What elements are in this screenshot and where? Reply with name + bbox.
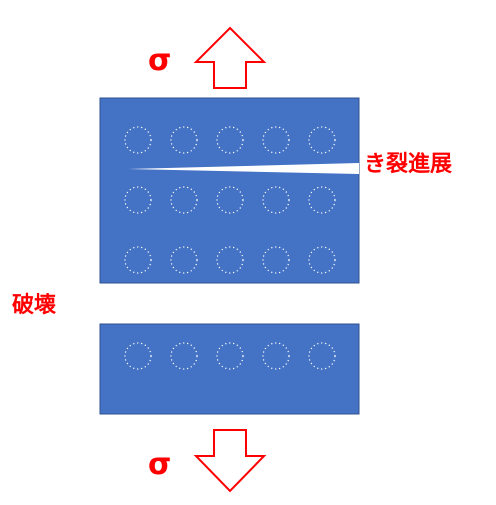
grain-circle xyxy=(124,342,152,370)
grain-circle xyxy=(170,246,198,274)
tension-arrow-up xyxy=(193,26,267,89)
crack xyxy=(128,163,359,174)
grain-circle xyxy=(216,246,244,274)
stress-label-bottom: σ xyxy=(148,447,172,482)
grain-circle xyxy=(216,186,244,214)
grain-circle xyxy=(262,342,290,370)
grain-circle xyxy=(170,186,198,214)
grain-circle xyxy=(170,126,198,154)
crack-growth-label: き裂進展 xyxy=(364,152,453,177)
grain-circle xyxy=(124,186,152,214)
grain-circle xyxy=(308,186,336,214)
grain-circle xyxy=(308,342,336,370)
grain-circle xyxy=(216,126,244,154)
grain-circle xyxy=(124,246,152,274)
upper-grain-circles xyxy=(124,126,336,274)
stress-label-top: σ xyxy=(148,43,172,78)
fracture-label: 破壊 xyxy=(12,293,57,318)
grain-circle xyxy=(262,186,290,214)
lower-grain-circles xyxy=(124,342,336,370)
grain-circle xyxy=(308,126,336,154)
grain-circle xyxy=(170,342,198,370)
grain-circle xyxy=(308,246,336,274)
upper-plate xyxy=(99,97,360,284)
tension-arrow-down xyxy=(193,429,267,493)
grain-circle xyxy=(216,342,244,370)
grain-circle xyxy=(262,126,290,154)
grain-circle xyxy=(124,126,152,154)
grain-circle xyxy=(262,246,290,274)
